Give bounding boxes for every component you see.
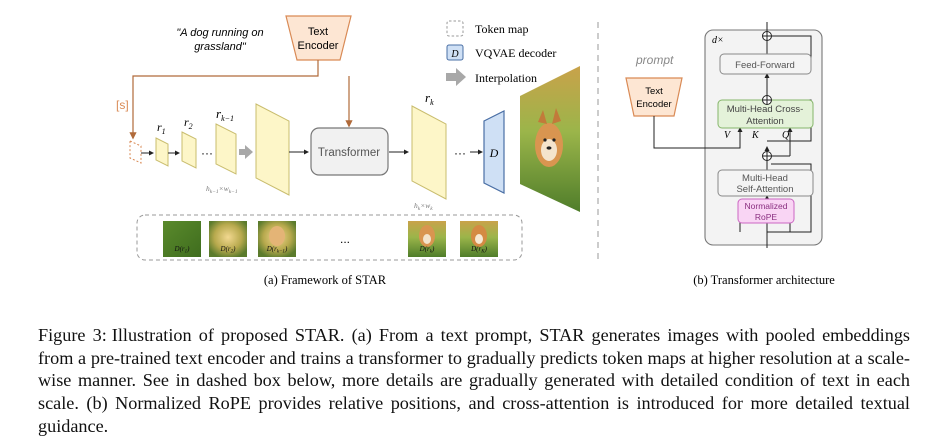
thumbnail-d-rK: D(rK) — [460, 221, 498, 257]
vqvae-decoder-block: D — [483, 110, 505, 194]
decoder-label: D — [489, 146, 499, 160]
legend-vqvae-symbol: D — [450, 49, 459, 60]
architecture-caption: (b) Transformer architecture — [693, 273, 835, 287]
self-attention-line2: Self-Attention — [736, 184, 793, 195]
token-map-rk — [411, 105, 447, 200]
normalized-rope-block: Normalized RoPE — [737, 198, 795, 224]
interpolation-arrow — [239, 145, 253, 159]
arch-text-encoder-line2: Encoder — [636, 99, 671, 110]
scale-label-rk: rk — [425, 90, 434, 107]
figure-caption: Figure 3:Illustration of proposed STAR. … — [38, 324, 910, 437]
text-encoder-label-line2: Encoder — [298, 40, 339, 52]
legend-interpolation-label: Interpolation — [475, 71, 537, 85]
thumbnail-d-rk-1: D(rk−1) — [258, 221, 296, 257]
transformer-architecture-panel: prompt Text Encoder d× — [625, 22, 835, 287]
scale-label-r1: r1 — [157, 120, 166, 136]
rope-line1: Normalized — [745, 201, 788, 211]
start-token-map — [129, 140, 142, 164]
ellipsis-right: ··· — [454, 146, 466, 160]
thumbnail-d-r2: D(r2) — [209, 221, 247, 257]
svg-text:D(rk): D(rk) — [419, 245, 435, 255]
feed-forward-block: Feed-Forward — [719, 53, 812, 75]
self-attention-line1: Multi-Head — [742, 173, 788, 184]
token-map-r1 — [155, 137, 169, 167]
transformer-label: Transformer — [318, 147, 380, 159]
framework-caption: (a) Framework of STAR — [264, 273, 387, 287]
legend-interpolation-arrow — [446, 68, 466, 86]
dim-label-prev: hk−1×wk−1 — [206, 184, 238, 195]
residual-add-bottom — [762, 151, 772, 161]
svg-text:D(r2): D(r2) — [220, 245, 237, 255]
arch-text-encoder-block: Text Encoder — [625, 77, 683, 117]
arch-text-encoder-line1: Text — [645, 86, 663, 97]
legend: Token map D VQVAE decoder Interpolation — [446, 20, 556, 86]
ellipsis-left: ··· — [201, 146, 213, 160]
self-attention-block: Multi-Head Self-Attention — [717, 169, 814, 197]
figure-caption-text: Illustration of proposed STAR. (a) From … — [38, 325, 910, 436]
layer-repeat-label: d× — [712, 35, 724, 46]
figure-number: Figure 3: — [38, 325, 107, 346]
dim-label-cur: hk×wk — [414, 201, 433, 212]
text-encoder-block: Text Encoder — [285, 15, 352, 61]
legend-vqvae-label: VQVAE decoder — [475, 46, 556, 60]
generated-dog-image — [520, 66, 580, 212]
prompt-text-line1: "A dog running on — [176, 27, 263, 39]
prompt-label: prompt — [635, 53, 674, 67]
thumbnail-d-r1: D(r1) — [163, 221, 201, 257]
token-map-rk-1 — [215, 123, 237, 175]
scale-arrows — [141, 149, 483, 156]
legend-token-map-swatch — [446, 20, 464, 37]
scale-label-r2: r2 — [184, 115, 193, 131]
svg-text:D(rk−1): D(rk−1) — [266, 245, 288, 255]
cross-attention-line2: Attention — [746, 116, 784, 127]
token-map-r2 — [181, 131, 197, 169]
start-token-label: [s] — [116, 98, 129, 112]
legend-vqvae-swatch — [446, 44, 464, 61]
text-condition-arrows — [129, 60, 353, 140]
framework-panel: "A dog running on grassland" Text Encode… — [116, 15, 580, 287]
progressive-outputs-box — [136, 214, 523, 261]
figure-3-diagram: "A dog running on grassland" Text Encode… — [116, 15, 835, 287]
cross-attention-line1: Multi-Head Cross- — [727, 104, 804, 115]
svg-text:D(r1): D(r1) — [174, 245, 191, 255]
thumbnails-ellipsis: ... — [340, 232, 350, 246]
text-encoder-label-line1: Text — [308, 26, 328, 38]
legend-token-map-label: Token map — [475, 22, 528, 36]
prompt-text-line2: grassland" — [194, 41, 247, 53]
query-label: Q — [782, 130, 790, 141]
rope-line2: RoPE — [755, 212, 778, 222]
value-label: V — [724, 130, 732, 141]
residual-add-top — [762, 31, 772, 41]
svg-text:D(rK): D(rK) — [470, 245, 487, 255]
key-label: K — [751, 130, 760, 141]
scale-label-rk-1: rk−1 — [216, 106, 234, 123]
feed-forward-label: Feed-Forward — [735, 60, 795, 71]
residual-add-middle — [762, 95, 772, 105]
transformer-block: Transformer — [310, 127, 389, 176]
interpolated-map — [255, 103, 290, 196]
thumbnail-d-rk: D(rk) — [408, 221, 446, 257]
